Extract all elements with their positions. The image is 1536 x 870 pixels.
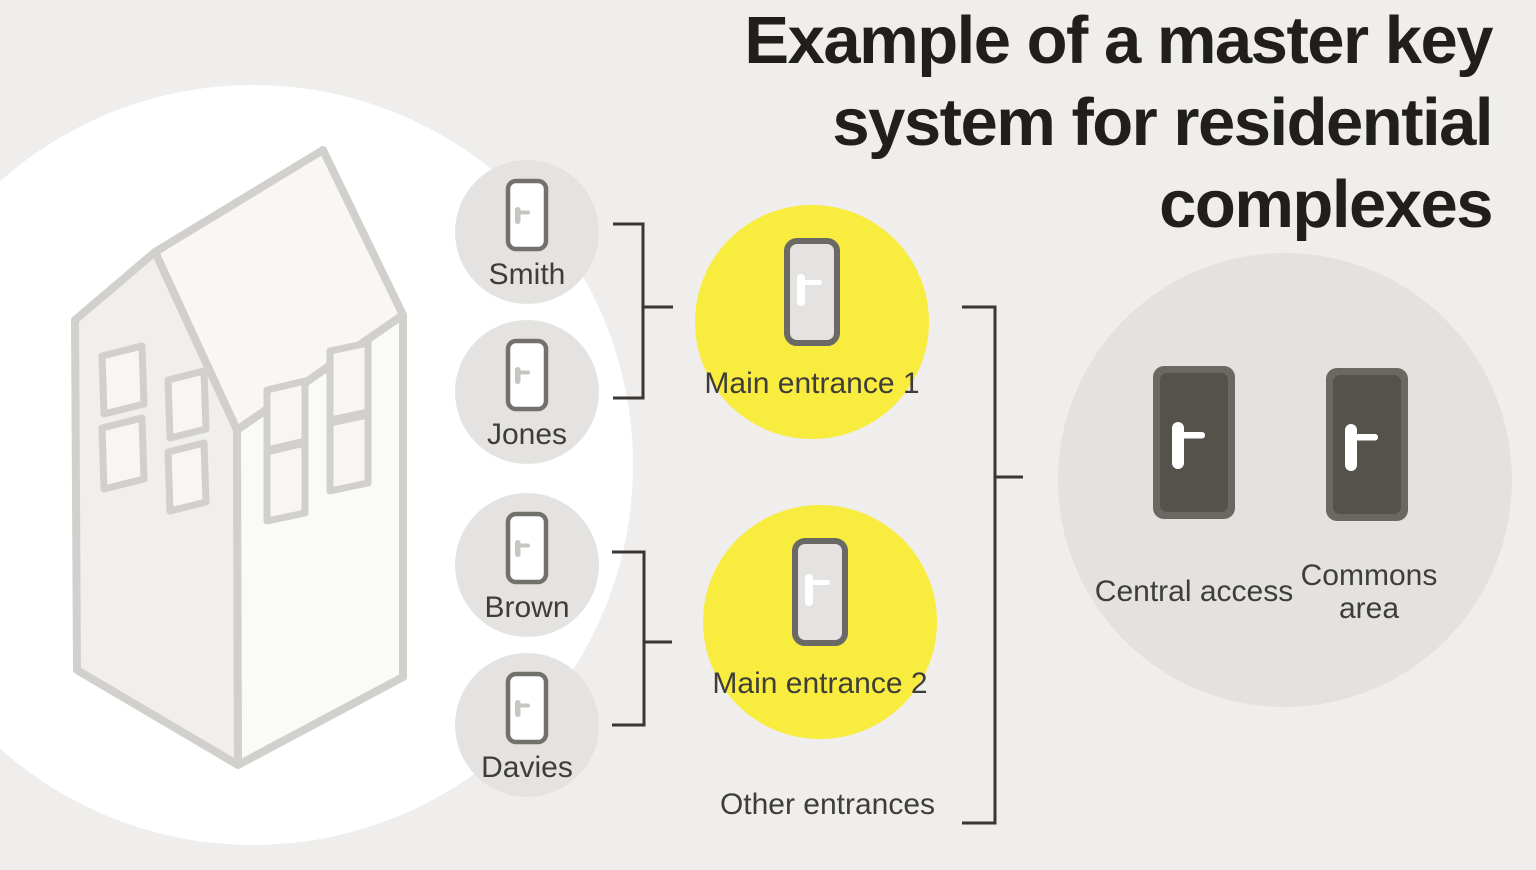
- entrance-label: Main entrance 1: [704, 367, 920, 400]
- door-icon: [505, 338, 549, 412]
- door-icon: [505, 511, 549, 585]
- title-line: Example of a master key: [744, 3, 1493, 78]
- central-access-label: Central access: [1094, 575, 1294, 608]
- bracket-smith-jones: [613, 222, 645, 400]
- apartment-node-davies: Davies: [455, 653, 599, 797]
- door-icon: [792, 538, 848, 646]
- connector-lines: [612, 222, 1023, 825]
- page-title: Example of a master key system for resid…: [744, 0, 1493, 246]
- apartment-label: Smith: [488, 258, 566, 291]
- door-icon: [505, 671, 549, 745]
- other-entrances-label: Other entrances: [719, 788, 936, 821]
- entrance-node-main-1: Main entrance 1: [695, 205, 929, 439]
- door-icon: [505, 178, 549, 252]
- apartment-node-jones: Jones: [455, 320, 599, 464]
- apartment-label: Jones: [486, 418, 568, 451]
- apartment-node-smith: Smith: [455, 160, 599, 304]
- bracket-brown-davies: [612, 550, 646, 727]
- title-line: system for residential: [832, 85, 1493, 160]
- apartment-label: Davies: [481, 751, 573, 784]
- bracket-entrances: [962, 305, 997, 825]
- door-icon: [784, 238, 840, 346]
- commons-area-label: Commons area: [1300, 559, 1438, 625]
- building-windows: [98, 339, 372, 525]
- entrance-node-main-2: Main entrance 2: [703, 505, 937, 739]
- door-icon: [1153, 366, 1235, 519]
- master-key-circle: Central access Commons area: [1058, 253, 1512, 707]
- apartment-label: Brown: [484, 591, 570, 624]
- building-icon: [71, 146, 407, 769]
- title-line: complexes: [1159, 167, 1493, 242]
- apartment-node-brown: Brown: [455, 493, 599, 637]
- entrance-label: Main entrance 2: [712, 667, 928, 700]
- door-icon: [1326, 368, 1408, 521]
